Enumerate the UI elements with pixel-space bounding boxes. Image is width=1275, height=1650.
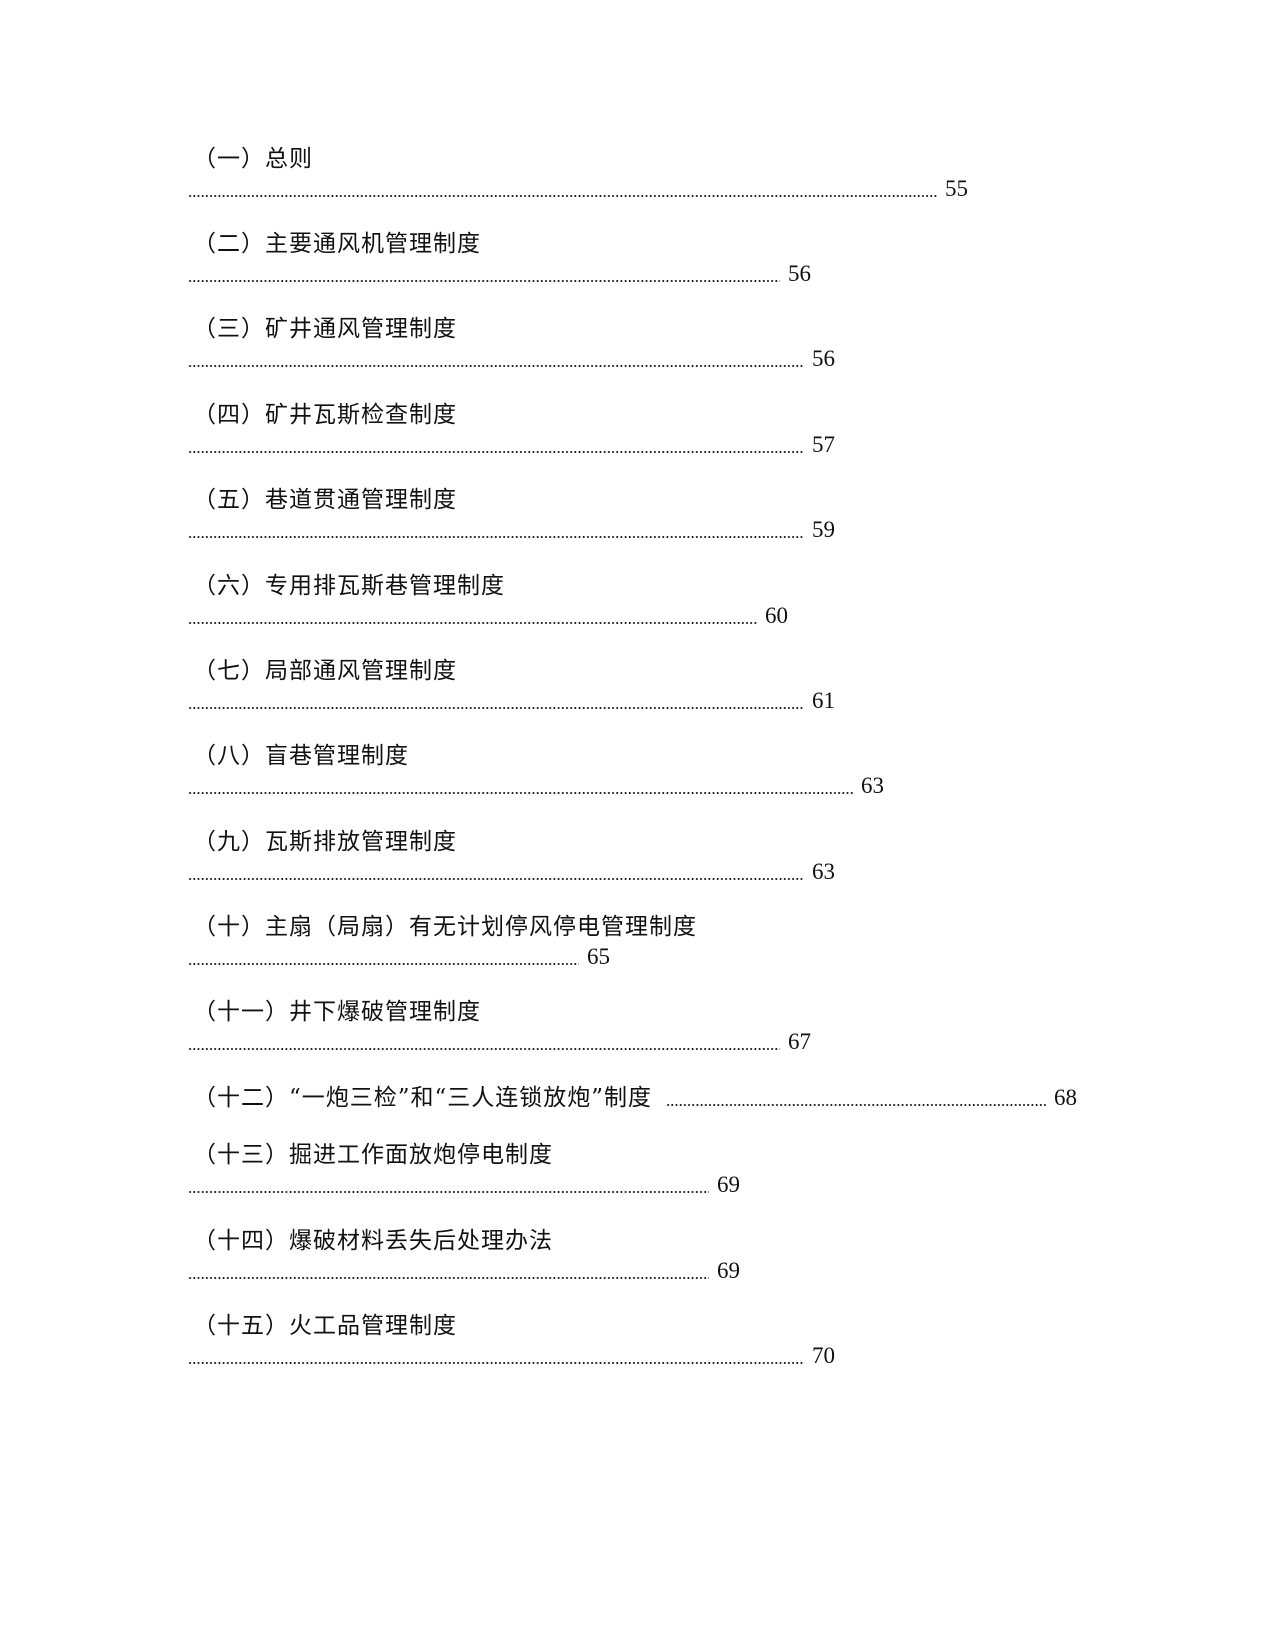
toc-page-number: 63 — [812, 859, 835, 884]
toc-entry-title: （一）总则 — [193, 146, 313, 172]
toc-page-number: 63 — [861, 773, 884, 798]
toc-page-number: 67 — [788, 1029, 811, 1054]
toc-leader: 61 — [188, 686, 835, 716]
dot-leader — [188, 686, 804, 716]
toc-entry-title: （十五）火工品管理制度 — [193, 1313, 457, 1339]
dot-leader — [188, 344, 804, 374]
toc-page-number: 55 — [945, 176, 968, 201]
toc-page-number: 69 — [717, 1258, 740, 1283]
toc-leader: 67 — [188, 1027, 811, 1057]
toc-entry-title: （十二）“一炮三检”和“三人连锁放炮”制度 — [193, 1085, 653, 1111]
toc-leader: 69 — [188, 1170, 740, 1200]
toc-page-number: 57 — [812, 432, 835, 457]
toc-leader: 63 — [188, 771, 884, 801]
toc-page-number: 59 — [812, 517, 835, 542]
toc-entry-title: （三）矿井通风管理制度 — [193, 316, 457, 342]
toc-entry-title: （五）巷道贯通管理制度 — [193, 487, 457, 513]
toc-page-number: 56 — [788, 261, 811, 286]
toc-page-number: 68 — [1054, 1085, 1077, 1110]
toc-page-number: 69 — [717, 1172, 740, 1197]
toc-leader: 60 — [188, 601, 788, 631]
toc-inline-row: （十二）“一炮三检”和“三人连锁放炮”制度 68 — [193, 1083, 1077, 1113]
dot-leader — [188, 1027, 780, 1057]
dot-leader — [188, 430, 804, 460]
toc-entry-title: （十）主扇（局扇）有无计划停风停电管理制度 — [193, 914, 697, 940]
toc-leader: 56 — [188, 259, 811, 289]
toc-page-number: 60 — [765, 603, 788, 628]
toc-page-number: 65 — [587, 944, 610, 969]
toc-page-number: 61 — [812, 688, 835, 713]
toc-page-number: 70 — [812, 1343, 835, 1368]
dot-leader — [188, 771, 853, 801]
toc-leader: 56 — [188, 344, 835, 374]
toc-leader: 69 — [188, 1256, 740, 1286]
toc-entry-title: （四）矿井瓦斯检查制度 — [193, 402, 457, 428]
toc-entry-title: （七）局部通风管理制度 — [193, 658, 457, 684]
dot-leader — [188, 259, 780, 289]
toc-page-number: 56 — [812, 346, 835, 371]
toc-entry-title: （二）主要通风机管理制度 — [193, 231, 481, 257]
dot-leader — [188, 942, 579, 972]
dot-leader — [188, 174, 937, 204]
dot-leader — [188, 857, 804, 887]
dot-leader — [188, 601, 757, 631]
dot-leader — [188, 1256, 709, 1286]
toc-leader: 55 — [188, 174, 968, 204]
toc-leader: 59 — [188, 515, 835, 545]
toc-leader: 63 — [188, 857, 835, 887]
toc-leader: 70 — [188, 1341, 835, 1371]
dot-leader — [666, 1083, 1046, 1113]
dot-leader — [188, 515, 804, 545]
toc-entry-title: （九）瓦斯排放管理制度 — [193, 829, 457, 855]
toc-entry-title: （十三）掘进工作面放炮停电制度 — [193, 1142, 553, 1168]
dot-leader — [188, 1341, 804, 1371]
toc-leader: 65 — [188, 942, 610, 972]
dot-leader — [188, 1170, 709, 1200]
toc-entry-title: （十一）井下爆破管理制度 — [193, 999, 481, 1025]
toc-entry-title: （六）专用排瓦斯巷管理制度 — [193, 573, 505, 599]
toc-entry-title: （十四）爆破材料丢失后处理办法 — [193, 1228, 553, 1254]
toc-entry-title: （八）盲巷管理制度 — [193, 743, 409, 769]
toc-leader: 57 — [188, 430, 835, 460]
